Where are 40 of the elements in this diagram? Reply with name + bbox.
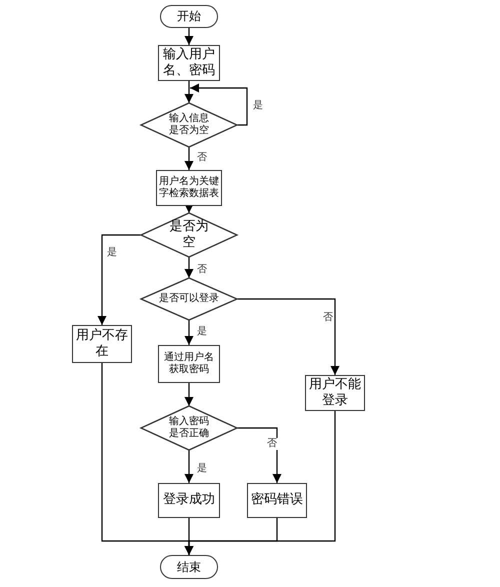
node-text: 输入信息是否为空: [168, 112, 210, 138]
node-text: 输入密码是否正确: [168, 416, 210, 440]
edge-label: 否: [196, 264, 208, 276]
arrow: [190, 84, 248, 126]
arrow: [184, 147, 194, 170]
node-text: 通过用户名获取密码: [163, 352, 215, 376]
node-text: 结束: [176, 560, 202, 574]
node-text: 输入用户名、密码: [162, 46, 216, 80]
edge-label: 是: [196, 463, 208, 475]
arrow: [184, 81, 194, 103]
node-text: 登录成功: [162, 492, 216, 509]
arrow: [184, 257, 194, 278]
node-text: 用户名为关键字检索数据表: [158, 176, 220, 200]
node-text: 密码错误: [250, 492, 304, 509]
arrow: [98, 234, 141, 325]
edge-label: 否: [322, 312, 334, 324]
node-text: 用户不存在: [75, 328, 129, 360]
arrow: [237, 427, 282, 483]
edge-label: 否: [196, 152, 208, 164]
process-box: [158, 345, 220, 383]
node-text: 用户不能登录: [308, 376, 362, 410]
terminal-node: [160, 5, 218, 28]
edge-label: 是: [252, 100, 264, 112]
terminal-node: [160, 555, 218, 579]
node-text: 是否为空: [168, 218, 210, 252]
process-box: [247, 483, 307, 518]
node-text: 开始: [176, 9, 202, 24]
arrow: [184, 411, 336, 555]
process-box: [156, 170, 222, 206]
node-text: 是否可以登录: [158, 292, 220, 306]
arrow: [184, 28, 194, 45]
edge-label: 是: [106, 247, 118, 259]
process-box: [158, 483, 220, 518]
arrow: [184, 320, 194, 345]
arrow: [184, 450, 194, 483]
arrow: [184, 204, 194, 213]
edge-label: 否: [266, 438, 278, 450]
arrow: [184, 383, 194, 406]
edge-label: 是: [196, 326, 208, 338]
arrow: [237, 298, 340, 375]
